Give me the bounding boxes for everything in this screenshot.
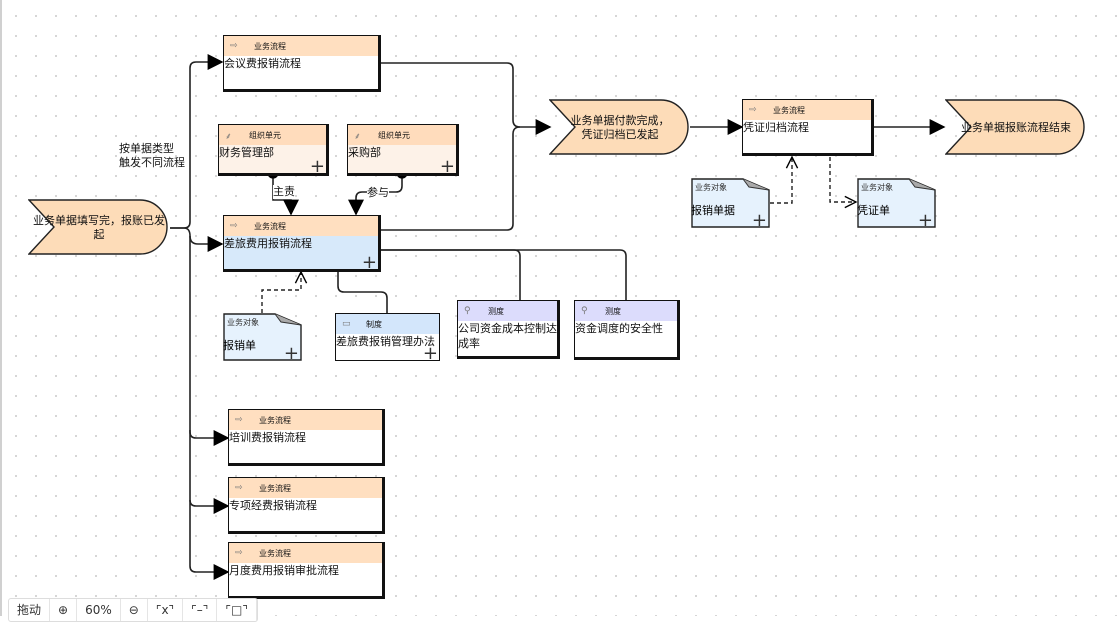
process-monthly[interactable]: ⇨ 业务流程 月度费用报销审批流程 (228, 542, 385, 599)
org-chart-icon: ⸙ (225, 131, 232, 142)
primary-label: 主责 (273, 185, 295, 199)
arrow-right-icon: ⇨ (235, 483, 243, 493)
type-label: 业务流程 (254, 41, 286, 51)
object-name: 报销单 (223, 339, 256, 352)
fit-width-button[interactable]: ⌜x⌝ (148, 599, 184, 621)
measure-cost-control[interactable]: ⚲ 测度 公司资金成本控制达成率 (457, 300, 560, 359)
link-archive-voucher (829, 157, 856, 202)
zoom-out-button[interactable]: ⊖ (121, 599, 148, 621)
type-label: 业务流程 (259, 548, 291, 558)
participate-label: 参与 (367, 186, 389, 200)
type-label: 制度 (366, 319, 382, 329)
link-travel-measure1 (380, 249, 521, 300)
process-name: 月度费用报销审批流程 (229, 564, 339, 577)
expand-icon[interactable]: + (283, 343, 299, 364)
rule-name: 差旅费报销管理办法 (336, 335, 435, 348)
process-name: 培训费报销流程 (229, 431, 306, 444)
event-shape (27, 199, 168, 255)
object-expense-form[interactable]: 业务对象 报销单 + (223, 313, 303, 364)
link-meeting-mid (380, 62, 552, 135)
type-label: 测度 (488, 306, 504, 316)
org-name: 财务管理部 (219, 146, 274, 159)
object-name: 凭证单 (857, 204, 890, 217)
expand-icon[interactable]: + (439, 156, 455, 177)
arrow-right-icon: ⇨ (235, 548, 243, 558)
org-finance[interactable]: ⸙ 组织单元 财务管理部 + (218, 124, 329, 176)
link-start-monthly (189, 500, 230, 580)
process-name: 专项经费报销流程 (229, 499, 317, 512)
measure-name: 资金调度的安全性 (575, 322, 663, 335)
type-label: 组织单元 (378, 130, 410, 140)
link-doc-archive (770, 157, 792, 204)
measure-name: 公司资金成本控制达成率 (458, 322, 557, 350)
type-label: 组织单元 (249, 130, 281, 140)
end-event[interactable]: 业务单据报账流程结束 (944, 99, 1087, 156)
process-name: 会议费报销流程 (224, 57, 301, 70)
trigger-label: 按单据类型 触发不同流程 (119, 142, 185, 169)
fit-height-button[interactable]: ⌜–⌝ (183, 599, 218, 621)
magnifier-icon: ⚲ (464, 306, 471, 316)
link-travel-measure2 (380, 249, 627, 300)
process-travel[interactable]: ⇨ 业务流程 差旅费用报销流程 + (223, 215, 381, 272)
event-label: 业务单据填写完，报账已发起 (33, 213, 165, 241)
arrow-right-icon: ⇨ (230, 221, 238, 231)
org-chart-icon: ⸙ (354, 131, 361, 142)
link-form-travel (261, 272, 301, 313)
object-shape (857, 178, 936, 228)
type-label: 业务对象 (227, 318, 259, 327)
event-shape (944, 99, 1085, 155)
process-name: 差旅费用报销流程 (224, 236, 378, 269)
object-expense-doc[interactable]: 业务对象 报销单据 + (691, 178, 771, 231)
type-label: 业务对象 (695, 183, 727, 192)
type-label: 业务对象 (861, 183, 893, 192)
link-start-travel (170, 227, 224, 252)
rule-travel-policy[interactable]: ▭ 制度 差旅费报销管理办法 + (335, 313, 440, 364)
drag-mode-button[interactable]: 拖动 (9, 599, 51, 621)
document-icon: ▭ (342, 319, 351, 329)
zoom-level: 60% (77, 599, 121, 621)
zoom-in-button[interactable]: ⊕ (50, 599, 78, 621)
type-label: 测度 (605, 306, 621, 316)
process-special[interactable]: ⇨ 业务流程 专项经费报销流程 (228, 477, 385, 534)
process-name: 凭证归档流程 (743, 121, 809, 134)
link-start-special (189, 430, 230, 514)
arrow-right-icon: ⇨ (749, 105, 757, 115)
expand-icon[interactable]: + (917, 210, 933, 231)
type-label: 业务流程 (773, 105, 805, 115)
event-label: 业务单据付款完成， 凭证归档已发起 (570, 113, 670, 141)
start-event[interactable]: 业务单据填写完，报账已发起 (27, 199, 170, 256)
process-archive[interactable]: ⇨ 业务流程 凭证归档流程 (742, 99, 874, 156)
type-label: 业务流程 (259, 483, 291, 493)
event-shape (548, 99, 689, 155)
expand-icon[interactable]: + (309, 156, 325, 177)
expand-icon[interactable]: + (422, 343, 438, 364)
object-name: 报销单据 (691, 204, 735, 217)
arrow-right-icon: ⇨ (230, 41, 238, 51)
org-name: 采购部 (348, 146, 381, 159)
object-voucher[interactable]: 业务对象 凭证单 + (857, 178, 937, 231)
process-training[interactable]: ⇨ 业务流程 培训费报销流程 (228, 409, 385, 466)
object-shape (691, 178, 770, 228)
fit-page-button[interactable]: ⌜□⌝ (217, 599, 258, 621)
payment-complete-event[interactable]: 业务单据付款完成， 凭证归档已发起 (548, 99, 691, 156)
zoom-toolbar: 拖动 ⊕ 60% ⊖ ⌜x⌝ ⌜–⌝ ⌜□⌝ (8, 598, 259, 622)
type-label: 业务流程 (254, 221, 286, 231)
object-shape (223, 313, 302, 361)
measure-fund-safety[interactable]: ⚲ 测度 资金调度的安全性 (574, 300, 680, 360)
type-label: 业务流程 (259, 415, 291, 425)
magnifier-icon: ⚲ (581, 306, 588, 316)
org-purchase[interactable]: ⸙ 组织单元 采购部 + (347, 124, 459, 176)
process-meeting[interactable]: ⇨ 业务流程 会议费报销流程 (223, 35, 381, 92)
event-label: 业务单据报账流程结束 (961, 120, 1071, 134)
arrow-right-icon: ⇨ (235, 415, 243, 425)
expand-icon[interactable]: + (751, 210, 767, 231)
expand-icon[interactable]: + (361, 252, 377, 273)
